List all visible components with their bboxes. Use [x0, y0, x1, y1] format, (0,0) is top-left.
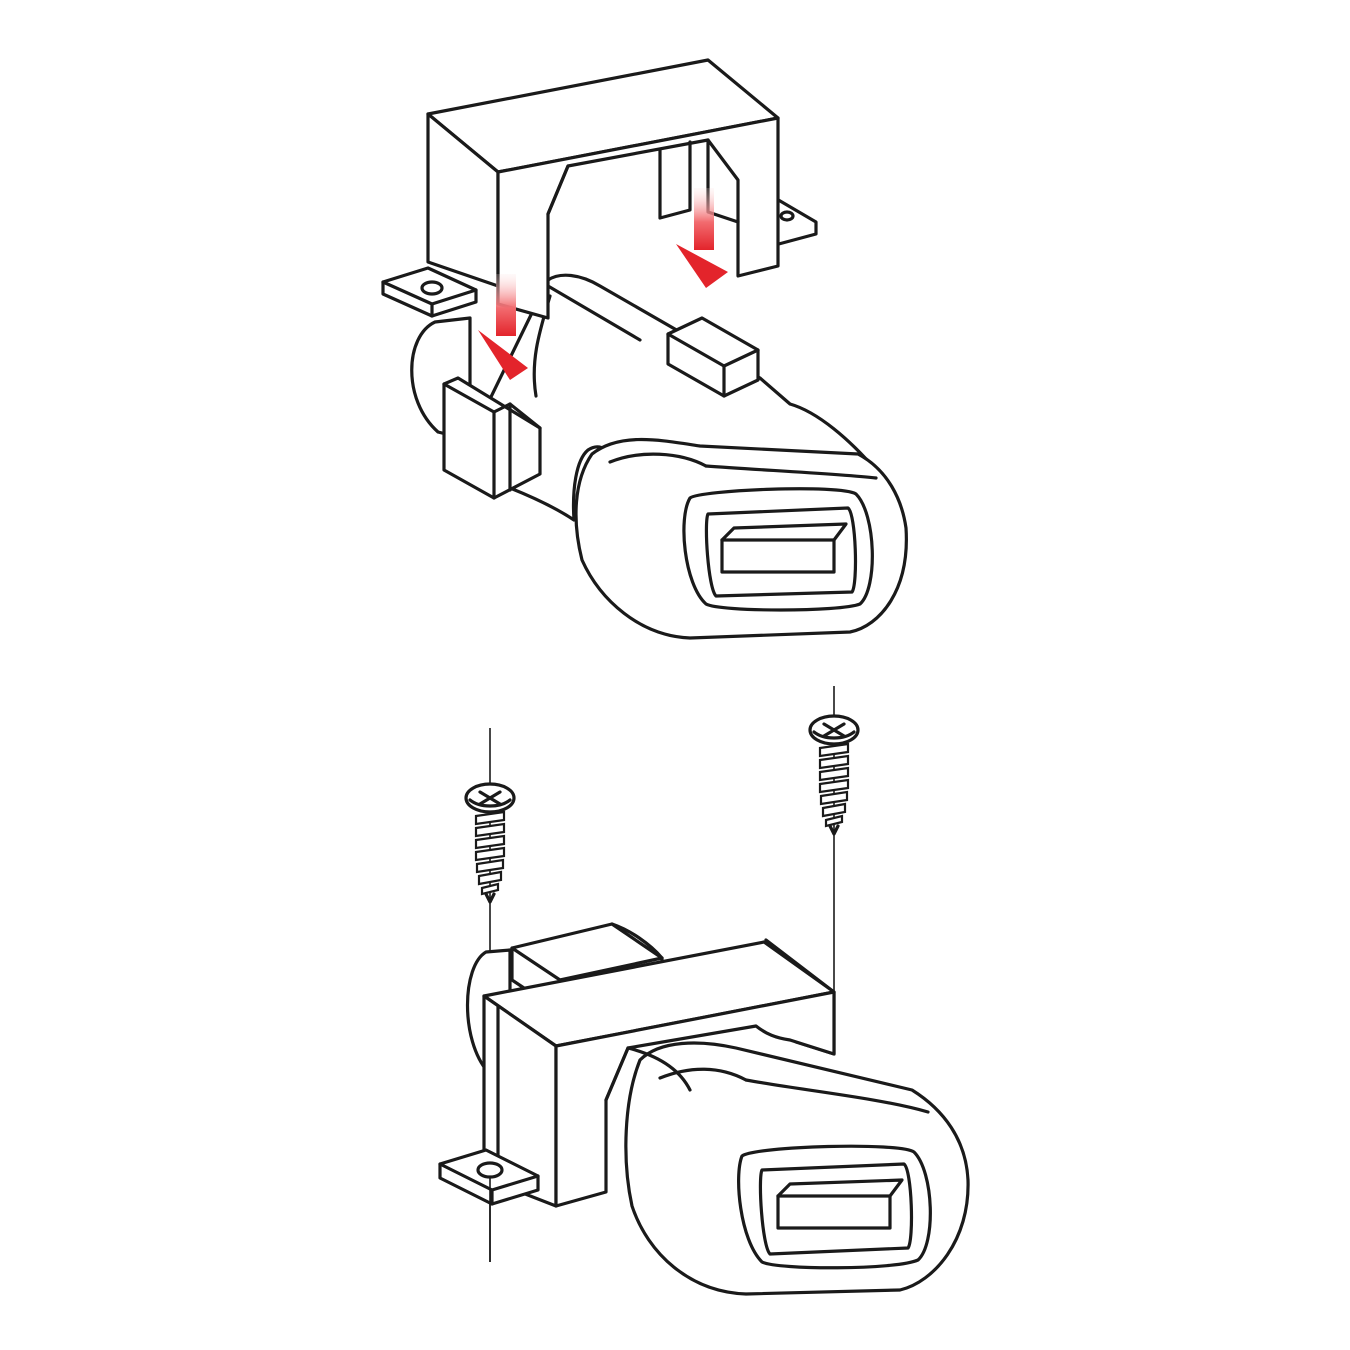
usb-port-housing	[574, 437, 908, 640]
bracket-tab-left	[381, 266, 478, 318]
body-clip-left	[442, 376, 542, 500]
screw-icon	[808, 714, 860, 836]
step-2-assembly	[438, 686, 970, 1296]
step-1-assembly	[381, 58, 908, 640]
body-clip-right	[666, 316, 760, 398]
usb-port-icon	[776, 1194, 892, 1230]
u-bracket	[482, 940, 836, 1208]
bracket-tab-left	[438, 1148, 540, 1206]
usb-port-icon	[720, 538, 836, 574]
usb-port-housing	[624, 1041, 970, 1296]
u-bracket	[426, 58, 780, 320]
down-arrow-icon	[676, 188, 728, 288]
down-arrow-icon	[478, 274, 528, 380]
screw-icon	[464, 782, 516, 904]
bracket-tab-right	[773, 196, 818, 247]
